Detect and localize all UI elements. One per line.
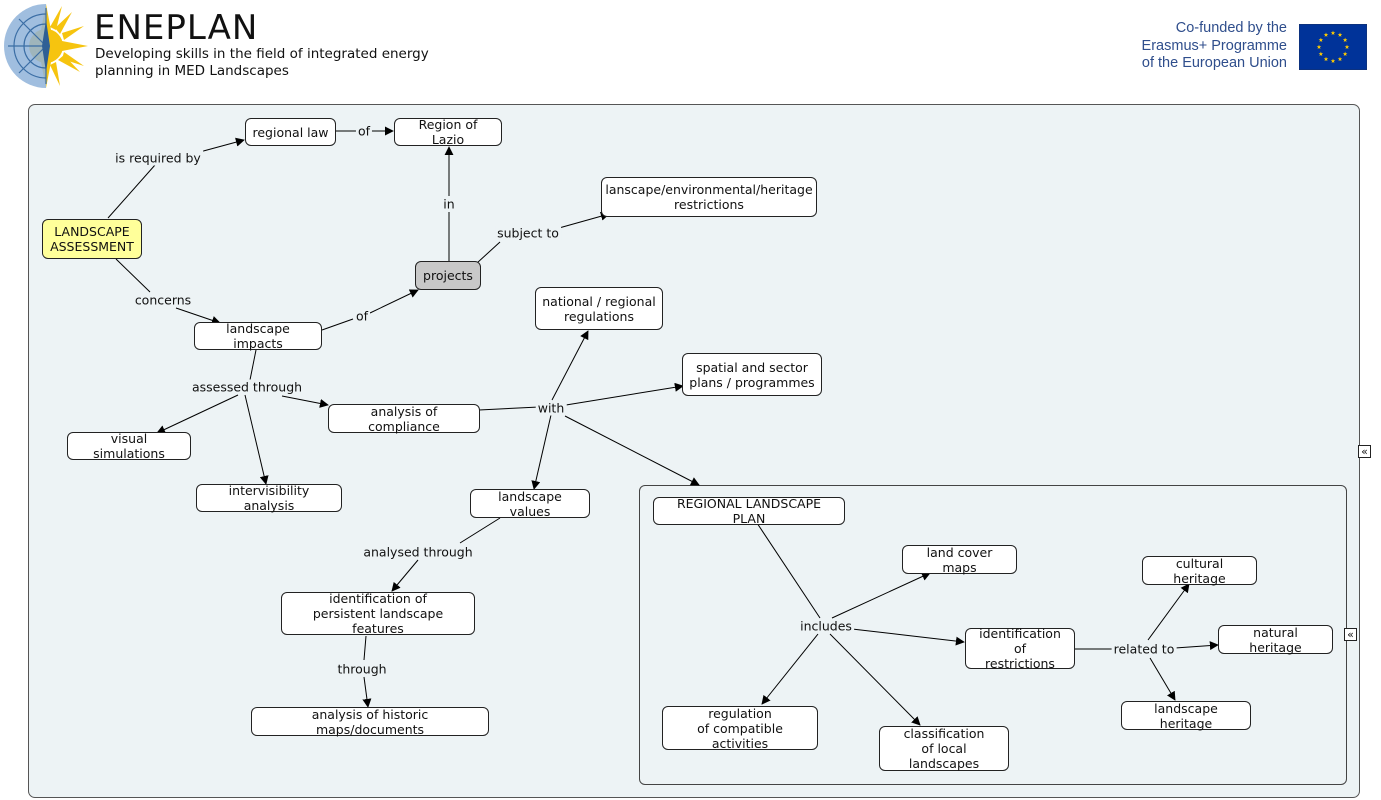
link-label-subject-to: subject to: [495, 225, 561, 241]
node-restrictions[interactable]: lanscape/environmental/heritage restrict…: [601, 177, 817, 217]
node-historic-maps[interactable]: analysis of historic maps/documents: [251, 707, 489, 737]
eu-star: [1337, 32, 1343, 37]
link-line: [459, 517, 501, 544]
link-label-analysed-through: analysed through: [361, 544, 475, 560]
link-line: [195, 137, 245, 154]
eu-star: [1344, 44, 1350, 49]
link-line: [756, 522, 821, 619]
link-line: [1174, 641, 1219, 651]
link-line: [115, 258, 151, 293]
link-line: [107, 164, 156, 219]
collapse-group-icon[interactable]: «: [1344, 628, 1357, 641]
link-line: [531, 414, 552, 490]
sun-compass-logo-icon: [4, 4, 88, 88]
link-label-with: with: [535, 400, 567, 416]
node-land-cover-maps[interactable]: land cover maps: [902, 545, 1017, 575]
link-line: [156, 394, 239, 434]
link-line: [369, 289, 419, 314]
node-landscape-assessment[interactable]: LANDSCAPE ASSESSMENT: [42, 219, 142, 259]
collapse-map-icon[interactable]: «: [1358, 445, 1371, 458]
link-label-of: of: [355, 123, 373, 139]
node-regional-law[interactable]: regional law: [245, 118, 336, 146]
node-analysis-of-compliance[interactable]: analysis of compliance: [328, 404, 480, 434]
node-persistent-landscape-features[interactable]: identification of persistent landscape f…: [281, 591, 475, 636]
node-landscape-impacts[interactable]: landscape impacts: [194, 321, 322, 351]
brand-subtitle-line1: Developing skills in the field of integr…: [95, 46, 429, 62]
link-label-related-to: related to: [1111, 641, 1177, 657]
link-label-through: through: [335, 661, 389, 677]
node-projects[interactable]: projects: [415, 261, 481, 290]
link-line: [249, 349, 257, 381]
eu-flag-icon: [1299, 24, 1367, 70]
link-line: [281, 395, 329, 408]
node-classification-of-local-landscapes[interactable]: classification of local landscapes: [879, 726, 1009, 771]
link-line: [362, 676, 372, 708]
eu-star: [1318, 37, 1324, 42]
node-identification-of-restrictions[interactable]: identification of restrictions: [965, 626, 1075, 671]
link-line: [244, 394, 269, 485]
brand-subtitle-line2: planning in MED Landscapes: [95, 63, 289, 79]
cofunding-text: Co-funded by the Erasmus+ Programme of t…: [1142, 20, 1287, 73]
link-line: [321, 318, 354, 331]
link-label-concerns: concerns: [132, 292, 194, 308]
node-intervisibility-analysis[interactable]: intervisibility analysis: [196, 483, 342, 513]
link-line: [175, 307, 221, 325]
node-cultural-heritage[interactable]: cultural heritage: [1142, 556, 1257, 586]
node-landscape-heritage[interactable]: landscape heritage: [1121, 701, 1251, 731]
eu-star: [1318, 51, 1324, 56]
link-line: [476, 241, 501, 264]
concept-map-canvas: [28, 104, 1360, 798]
eu-star: [1316, 44, 1322, 49]
eu-star: [1342, 51, 1348, 56]
eu-star: [1330, 58, 1336, 63]
node-regulation-of-compatible-activities[interactable]: regulation of compatible activities: [662, 706, 818, 751]
brand-title: ENEPLAN: [94, 8, 259, 48]
cofund-line3: of the European Union: [1141, 55, 1287, 71]
node-spatial-plans[interactable]: spatial and sector plans / programmes: [682, 353, 822, 396]
link-line: [558, 211, 610, 229]
brand-subtitle: Developing skills in the field of integr…: [95, 46, 455, 80]
node-natural-heritage[interactable]: natural heritage: [1218, 625, 1333, 655]
link-line: [565, 382, 684, 406]
page-header: ENEPLAN Developing skills in the field o…: [0, 0, 1381, 100]
eu-star: [1323, 56, 1329, 62]
link-label-in: in: [441, 196, 457, 212]
link-label-includes: includes: [798, 618, 854, 634]
link-line: [829, 633, 921, 726]
link-line: [831, 572, 931, 619]
cofund-line1: Co-funded by the: [1175, 20, 1287, 36]
link-label-of: of: [353, 308, 371, 324]
link-line: [564, 415, 700, 486]
link-label-is-required-by: is required by: [113, 150, 203, 166]
link-line: [363, 635, 367, 661]
link-line: [478, 406, 540, 411]
link-label-assessed-through: assessed through: [189, 379, 305, 395]
eu-star: [1323, 32, 1329, 37]
eu-star: [1342, 37, 1348, 42]
link-line: [1149, 657, 1176, 701]
link-line: [551, 330, 589, 401]
link-line: [851, 628, 965, 646]
cofund-line2: Erasmus+ Programme: [1141, 37, 1287, 54]
eu-star: [1337, 56, 1343, 62]
node-landscape-values[interactable]: landscape values: [470, 489, 590, 519]
link-line: [761, 633, 819, 705]
eu-star: [1330, 30, 1336, 35]
node-visual-simulations[interactable]: visual simulations: [67, 431, 191, 461]
node-national-regulations[interactable]: national / regional regulations: [535, 287, 663, 330]
node-region-of-lazio[interactable]: Region of Lazio: [394, 117, 502, 147]
node-regional-landscape-plan[interactable]: REGIONAL LANDSCAPE PLAN: [653, 496, 845, 526]
link-line: [391, 559, 419, 592]
link-line: [1147, 583, 1190, 641]
